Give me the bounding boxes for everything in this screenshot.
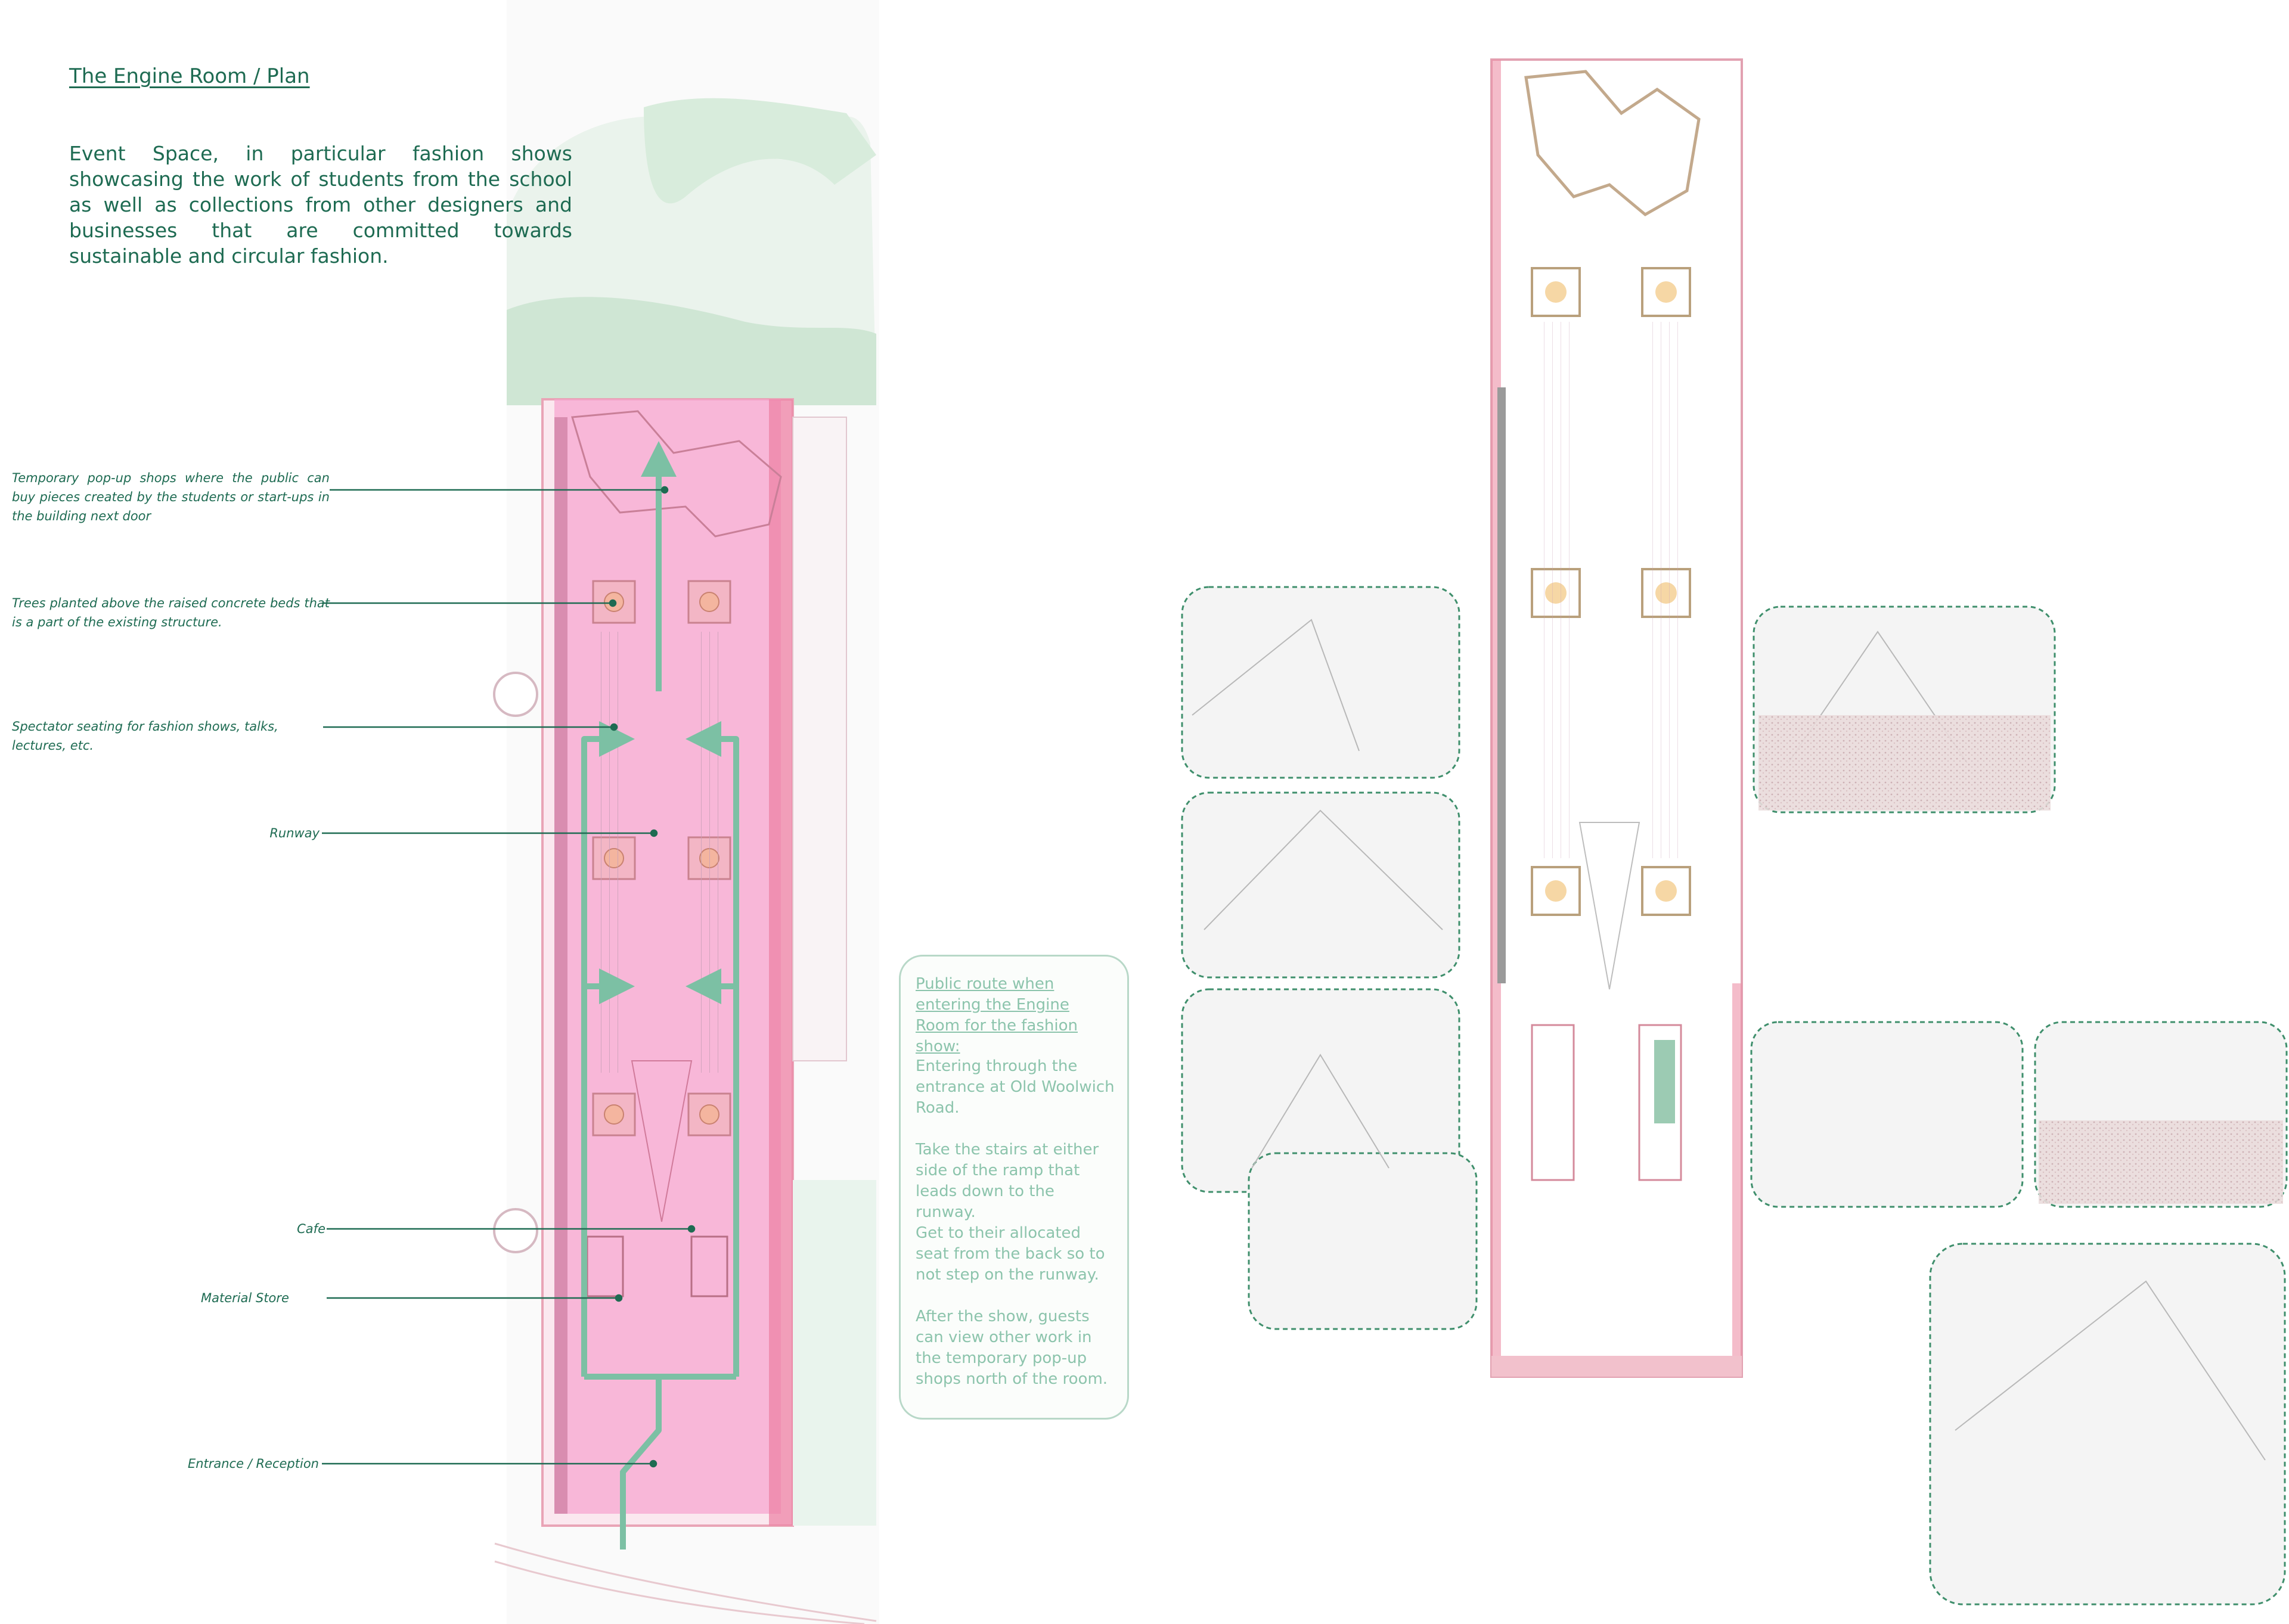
seating-west — [599, 632, 626, 1073]
east-wall — [769, 399, 793, 1526]
right-runway-ramp — [1578, 822, 1640, 990]
leader-lines — [322, 486, 696, 1468]
label-runway: Runway — [269, 826, 320, 840]
right-plan — [1490, 58, 1743, 1378]
route-arrows — [581, 441, 739, 1550]
label-material-store: Material Store — [201, 1291, 289, 1305]
route-step-2: Take the stairs at either side of the ra… — [916, 1141, 1099, 1221]
render-views — [1181, 586, 2288, 1606]
route-step-3: Get to their allocated seat from the bac… — [916, 1224, 1105, 1284]
green-space-curve — [644, 98, 876, 204]
runway-ramp — [631, 1060, 693, 1222]
right-plan-east-wall — [1732, 983, 1742, 1377]
route-step-1: Entering through the entrance at Old Woo… — [916, 1057, 1115, 1117]
gallery-floor — [1758, 715, 2051, 811]
west-wall — [554, 417, 567, 1514]
right-cafe-counter — [1654, 1040, 1675, 1123]
right-seating-west — [1538, 322, 1574, 858]
adjacent-garden — [793, 1180, 876, 1526]
grey-wall — [1497, 387, 1506, 983]
public-route-heading: Public route when entering the Engine Ro… — [916, 975, 1078, 1055]
public-route-panel — [899, 955, 1129, 1420]
view-cafe — [1248, 1152, 1478, 1330]
courtyard-floor — [2039, 1120, 2283, 1204]
adjacent-building — [792, 417, 847, 1061]
label-popup-shops: Temporary pop-up shops where the public … — [12, 471, 330, 523]
right-material-store — [1531, 1024, 1575, 1181]
intro-text: Event Space, in particular fashion shows… — [69, 142, 572, 268]
view-seating-2 — [1181, 791, 1460, 979]
right-cafe — [1638, 1024, 1682, 1181]
view-shops — [1750, 1021, 2024, 1208]
label-trees: Trees planted above the raised concrete … — [12, 596, 330, 629]
street-line-2 — [494, 1560, 865, 1624]
label-cafe: Cafe — [297, 1222, 325, 1236]
popup-shop-outline — [571, 410, 782, 538]
route-step-4: After the show, guests can view other wo… — [916, 1308, 1108, 1388]
left-plan — [322, 0, 879, 1624]
engine-room-highlight — [554, 399, 781, 1514]
right-seating-east — [1648, 322, 1684, 858]
view-seating-1 — [1181, 586, 1460, 779]
round-opening-south — [493, 1208, 538, 1253]
round-opening-north — [493, 672, 538, 717]
right-plan-outline — [1490, 58, 1743, 1378]
view-axonometric — [1929, 1243, 2286, 1606]
label-spectator-seating: Spectator seating for fashion shows, tal… — [12, 719, 278, 753]
render-details — [1192, 619, 2266, 1461]
label-entrance: Entrance / Reception — [187, 1457, 319, 1471]
right-hex-shops — [1524, 70, 1701, 217]
green-space-band — [507, 297, 876, 405]
cafe-unit — [690, 1235, 728, 1297]
page-title: The Engine Room / Plan — [69, 64, 310, 88]
seating-east — [697, 632, 724, 1073]
street-line — [494, 1542, 877, 1622]
south-wall — [1491, 1356, 1742, 1377]
